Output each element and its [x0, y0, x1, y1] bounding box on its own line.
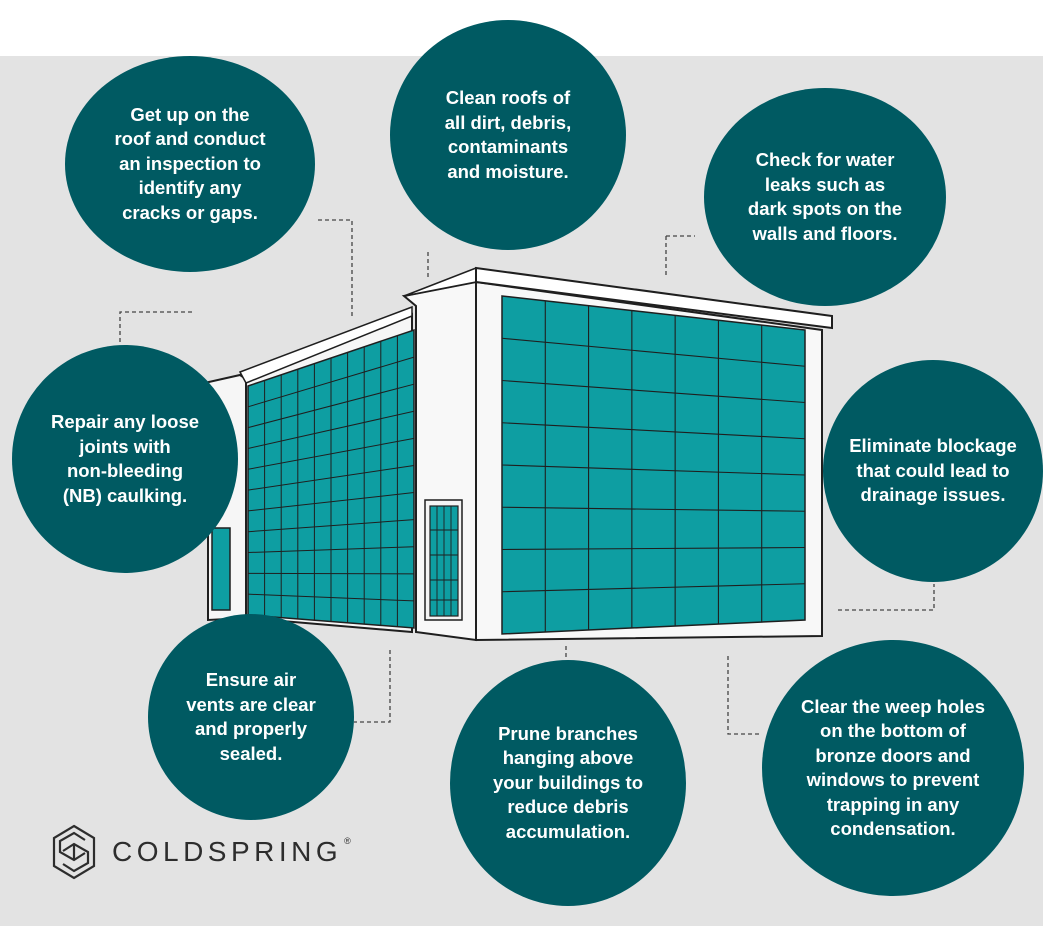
window-transom [501, 422, 806, 440]
logo-wordmark: COLDSPRING® [112, 836, 355, 868]
tip-roof-inspection-text: Get up on the roof and conduct an inspec… [114, 103, 266, 223]
window-transom [247, 464, 415, 491]
tip-clean-roofs-text: Clean roofs of all dirt, debris, contami… [444, 87, 572, 182]
registered-mark: ® [344, 836, 356, 846]
tip-weep-holes-text: Clear the weep holes on the bottom of br… [800, 695, 986, 840]
tip-prune-branches-text: Prune branches hanging above your buildi… [492, 722, 644, 842]
window-transom [501, 583, 806, 593]
tip-eliminate-blockage-text: Eliminate blockage that could lead to dr… [849, 435, 1017, 506]
tip-weep-holes: Clear the weep holes on the bottom of br… [762, 640, 1024, 896]
tip-water-leaks-text: Check for water leaks such as dark spots… [747, 149, 903, 244]
tip-roof-inspection: Get up on the roof and conduct an inspec… [65, 56, 315, 272]
window-transom [501, 506, 806, 512]
tip-water-leaks: Check for water leaks such as dark spots… [704, 88, 946, 306]
window-transom [501, 379, 806, 404]
tip-eliminate-blockage: Eliminate blockage that could lead to dr… [823, 360, 1043, 582]
window-transom [247, 410, 415, 449]
window-transom [247, 519, 415, 533]
window-transom [247, 593, 415, 602]
coldspring-logo-icon [52, 824, 96, 880]
tip-prune-branches: Prune branches hanging above your buildi… [450, 660, 686, 906]
window-transom [247, 492, 415, 512]
tip-air-vents: Ensure air vents are clear and properly … [148, 614, 354, 820]
logo-name: COLDSPRING [112, 836, 343, 867]
window-transom [247, 546, 415, 554]
connector-lines [119, 219, 935, 735]
tip-clean-roofs: Clean roofs of all dirt, debris, contami… [390, 20, 626, 250]
window-transom [501, 464, 806, 476]
window-transom [247, 383, 415, 429]
window-transom [247, 356, 415, 408]
window-transom [501, 337, 806, 367]
coldspring-logo: COLDSPRING® [52, 824, 355, 880]
tip-air-vents-text: Ensure air vents are clear and properly … [186, 669, 316, 764]
window-transom [501, 546, 806, 551]
tip-repair-joints: Repair any loose joints with non-bleedin… [12, 345, 238, 573]
window-transom [247, 437, 415, 470]
tip-repair-joints-text: Repair any loose joints with non-bleedin… [50, 411, 200, 506]
